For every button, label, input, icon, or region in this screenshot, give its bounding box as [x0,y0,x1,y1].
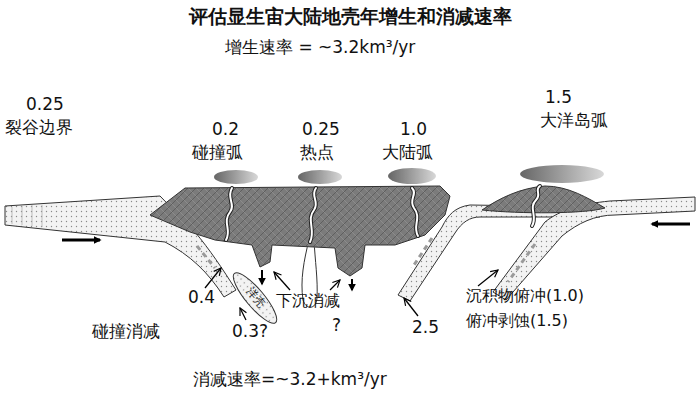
rate-formula: 消减速率=~3.2+km³/yr [193,370,387,390]
rate-value: 1.0 [400,120,427,140]
rate-value: 0.3? [232,322,268,342]
rate-value: 2.5 [412,318,439,338]
process-label: 俯冲剥蚀(1.5) [466,312,568,330]
rate-value: 0.25 [302,120,340,140]
process-label: 沉积物俯冲(1.0) [466,287,584,305]
diagram-title: 评估显生宙大陆地壳年增生和消减速率 [189,6,512,28]
process-label: 碰撞消减 [92,322,160,342]
setting-label: 裂谷边界 [5,118,73,138]
rate-value: 0.25 [26,95,64,115]
rate-value: ? [332,316,341,336]
setting-label: 碰撞弧 [192,143,243,163]
process-label: 下沉消减 [276,292,340,310]
rate-value: 1.5 [545,88,572,108]
rate-value: 0.4 [188,288,215,308]
setting-label: 大陆弧 [382,143,433,163]
setting-label: 热点 [300,143,334,163]
setting-label: 大洋岛弧 [540,111,608,131]
rate-value: 0.2 [212,120,239,140]
rate-formula: 增生速率 = ~3.2km³/yr [225,38,415,58]
